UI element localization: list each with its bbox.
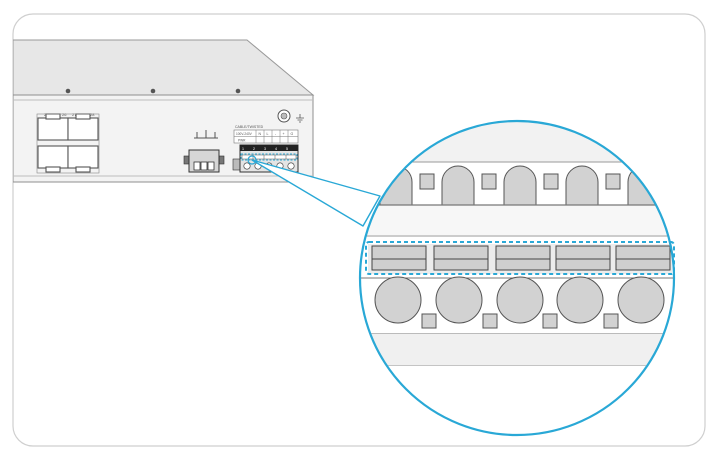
- rj45-port-28[interactable]: [67, 145, 99, 169]
- callout-pointer: [251, 159, 381, 227]
- table-col-2: L: [267, 132, 269, 136]
- zoom-circle: [358, 119, 676, 437]
- rj45-port-27[interactable]: [67, 117, 99, 141]
- dc-input-symbol-icon: [194, 130, 218, 139]
- source-highlight: [240, 153, 298, 161]
- port-label-26: 26: [62, 112, 67, 117]
- alarm-label-1: 1: [242, 147, 244, 151]
- alarm-label-5: 5: [286, 147, 288, 151]
- wire-slot: [371, 245, 427, 271]
- alarm-label-2: 2: [253, 147, 255, 151]
- callout-anchor: [247, 155, 257, 165]
- voltage-label: 100V-240V: [236, 132, 253, 136]
- ground-icon: [277, 109, 304, 123]
- zoom-highlight-box: [365, 241, 675, 275]
- table-col-5: G: [291, 132, 294, 136]
- zoom-wire-slot-row: [368, 244, 672, 274]
- screw-icon: [65, 88, 71, 94]
- power-label: PWR: [238, 139, 246, 143]
- screw-icon: [235, 88, 241, 94]
- port-label-28: 28: [90, 112, 95, 117]
- table-col-3: -: [275, 132, 277, 136]
- wire-slot: [433, 245, 489, 271]
- terminal-label-table: CABLE/TWISTED 100V-240V PWR N L - + G: [233, 125, 299, 144]
- terminal-header-text: CABLE/TWISTED: [235, 125, 264, 129]
- wire-slot: [555, 245, 611, 271]
- dc-terminal-connector[interactable]: [183, 149, 225, 173]
- screw-icon: [617, 276, 665, 324]
- alarm-label-4: 4: [275, 147, 277, 151]
- table-col-1: N: [259, 132, 262, 136]
- screw-icon: [496, 276, 544, 324]
- rj45-port-block: [36, 113, 100, 174]
- screw-icon: [556, 276, 604, 324]
- zoom-screw-row: [374, 276, 665, 329]
- screw-icon: [150, 88, 156, 94]
- wire-slot: [495, 245, 551, 271]
- table-col-4: +: [283, 132, 285, 136]
- alarm-label-3: 3: [264, 147, 266, 151]
- port-label-27: 27: [72, 112, 77, 117]
- screw-icon: [435, 276, 483, 324]
- rj45-port-26[interactable]: [37, 145, 69, 169]
- wire-slot: [615, 245, 671, 271]
- screw-icon: [374, 276, 422, 324]
- rj45-port-25[interactable]: [37, 117, 69, 141]
